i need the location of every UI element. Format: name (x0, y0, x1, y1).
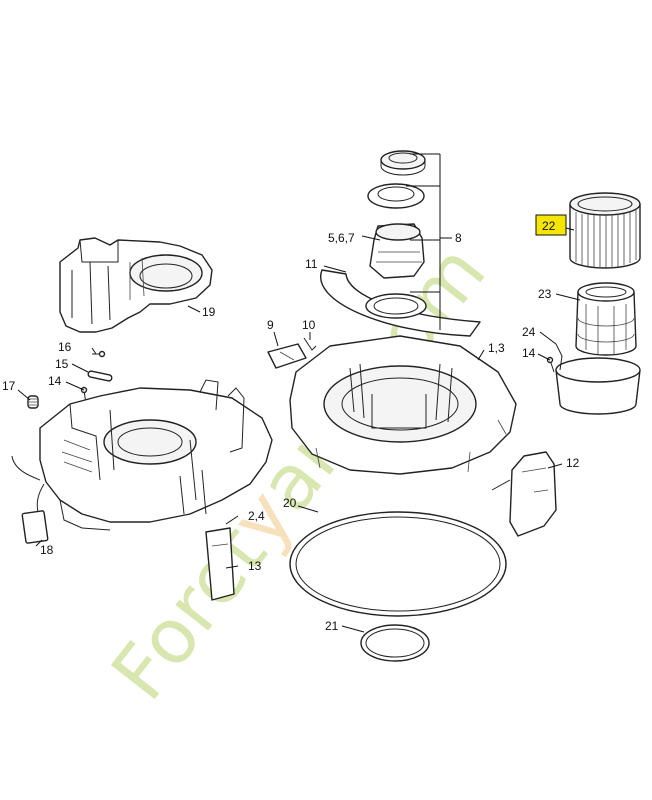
callout-13[interactable]: 13 (248, 559, 262, 573)
callout-5-7[interactable]: 5,6,7 (328, 231, 355, 245)
callout-15[interactable]: 15 (55, 357, 69, 371)
part-12-bracket (491, 451, 557, 537)
part-20-gasket (289, 511, 507, 617)
callout-10[interactable]: 10 (302, 318, 316, 332)
leader-lines (17, 153, 581, 633)
part-23-filter-cage (575, 282, 637, 356)
callout-16[interactable]: 16 (58, 340, 72, 354)
callout-24[interactable]: 24 (522, 325, 536, 339)
callout-21[interactable]: 21 (325, 619, 339, 633)
highlight-box-22 (535, 214, 567, 236)
callout-17[interactable]: 17 (2, 379, 16, 393)
part-24-filter-holder (555, 343, 641, 415)
part-8-seal-bottom (365, 293, 427, 319)
part-15-pin (87, 370, 113, 382)
part-5-7-motor (369, 223, 425, 279)
part-13-panel (205, 527, 235, 601)
callout-23[interactable]: 23 (538, 287, 552, 301)
part-10-spring (303, 337, 317, 351)
part-1-3-main-tray (289, 335, 517, 475)
callout-12[interactable]: 12 (566, 456, 580, 470)
part-17-spring (27, 395, 39, 409)
callout-18[interactable]: 18 (40, 543, 54, 557)
callout-labels[interactable]: 1,3 2,4 5,6,7 8 9 10 11 12 13 14 14 15 1… (2, 219, 580, 633)
callout-14-right[interactable]: 14 (522, 346, 536, 360)
base-housing-left (39, 379, 273, 531)
callout-9[interactable]: 9 (267, 318, 274, 332)
part-16-screw (92, 350, 106, 358)
callout-14-left[interactable]: 14 (48, 374, 62, 388)
callout-2-4[interactable]: 2,4 (248, 509, 265, 523)
part-19-upper-housing (59, 237, 213, 333)
part-21-gasket (360, 624, 430, 662)
callout-22[interactable]: 22 (542, 219, 556, 233)
callout-1-3[interactable]: 1,3 (488, 341, 505, 355)
callout-11[interactable]: 11 (305, 257, 318, 271)
part-8-ring (367, 183, 425, 209)
callout-20[interactable]: 20 (283, 496, 297, 510)
part-22-filter-cartridge (569, 192, 641, 269)
callout-19[interactable]: 19 (202, 305, 216, 319)
part-8-seal-top (380, 150, 426, 176)
part-18-cable-switch (11, 455, 49, 544)
part-9-latch (267, 343, 307, 369)
callout-8[interactable]: 8 (455, 231, 462, 245)
